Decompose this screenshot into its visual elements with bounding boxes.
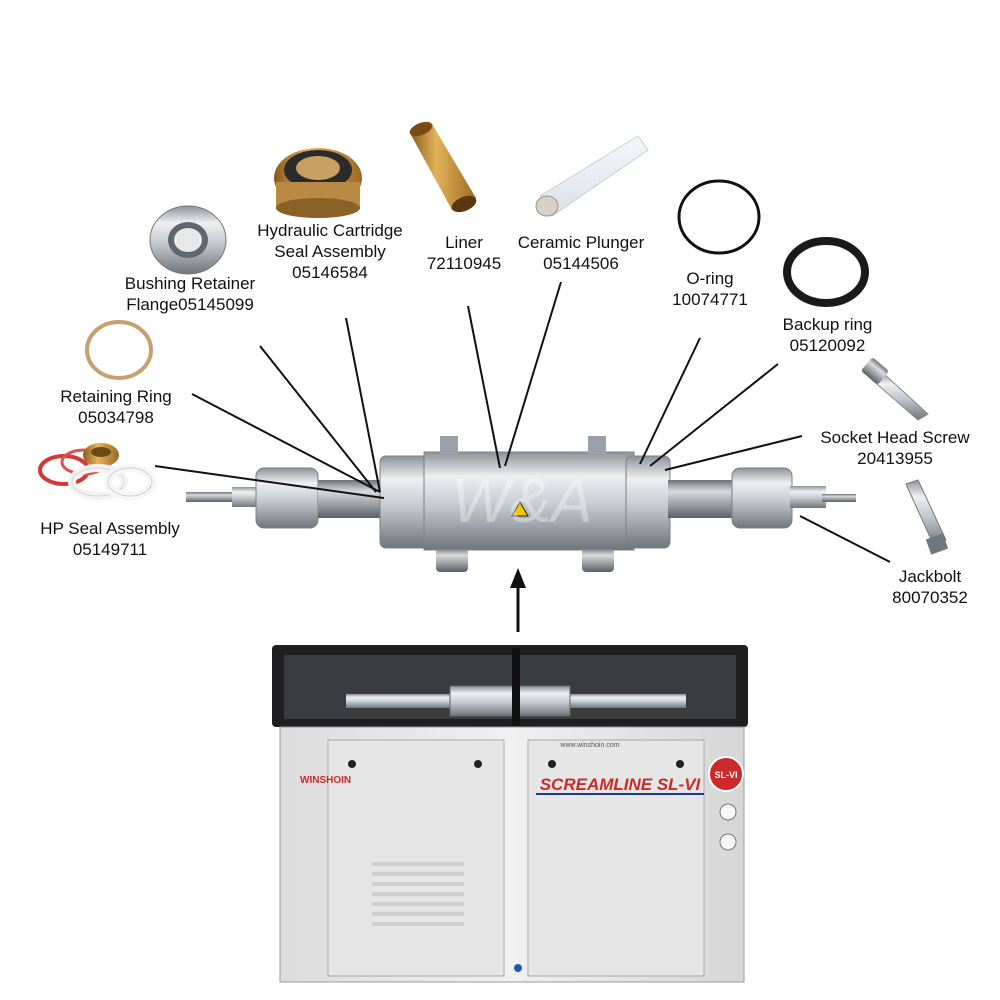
hp-seal-assembly-image (38, 443, 156, 500)
part-code: 80070352 (892, 588, 968, 607)
part-name: Hydraulic Cartridge (257, 221, 403, 240)
label-jackbolt: Jackbolt 80070352 (880, 566, 980, 608)
part-name-line2: Seal Assembly (274, 242, 386, 261)
part-name: Socket Head Screw (820, 428, 970, 447)
part-code: 20413955 (857, 449, 933, 468)
up-arrow-icon (510, 568, 526, 632)
part-code: 05034798 (78, 408, 154, 427)
part-code: 10074771 (672, 290, 748, 309)
part-name: Bushing Retainer (124, 274, 256, 293)
label-socket-head-screw: Socket Head Screw 20413955 (800, 427, 990, 469)
waterjet-pump-machine-image: WINSHOIN www.winshoin.com SCREAMLINE SL-… (272, 645, 748, 983)
machine-model-text: SCREAMLINE SL-VI (540, 775, 702, 794)
label-hp-seal-assembly: HP Seal Assembly 05149711 (15, 518, 205, 560)
label-bushing-retainer-flange: Bushing Retainer Flange05145099 (95, 273, 285, 315)
label-backup-ring: Backup ring 05120092 (765, 314, 890, 356)
hydraulic-cartridge-seal-image (274, 148, 362, 218)
brand-logo-text: WINSHOIN (300, 775, 351, 786)
part-name: Liner (445, 233, 483, 252)
label-o-ring: O-ring 10074771 (660, 268, 760, 310)
part-code: 72110945 (426, 254, 502, 273)
part-name: O-ring (686, 269, 734, 288)
jackbolt-image (905, 479, 949, 555)
label-liner: Liner 72110945 (414, 232, 514, 274)
model-badge-text: SL-VI (714, 770, 737, 780)
leader-lines (154, 281, 891, 563)
part-code: Flange05145099 (126, 295, 254, 314)
website-text: www.winshoin.com (559, 742, 619, 749)
label-ceramic-plunger: Ceramic Plunger 05144506 (500, 232, 662, 274)
part-code: 05146584 (292, 263, 368, 282)
part-name: Backup ring (782, 315, 873, 334)
backup-ring-image (783, 237, 869, 307)
retaining-ring-image (85, 320, 153, 380)
part-name: Jackbolt (898, 567, 962, 586)
part-name: Ceramic Plunger (517, 233, 645, 252)
o-ring-image (677, 179, 761, 255)
ceramic-plunger-image (535, 135, 649, 217)
watermark-text: W&A (451, 467, 592, 536)
liner-image (409, 121, 477, 213)
socket-head-screw-image (862, 358, 929, 421)
part-name: Retaining Ring (60, 387, 172, 406)
label-hydraulic-cartridge-seal-assembly: Hydraulic Cartridge Seal Assembly 051465… (235, 220, 425, 283)
intensifier-assembly-image: W&A (186, 436, 856, 572)
part-code: 05149711 (72, 540, 148, 559)
part-code: 05144506 (543, 254, 619, 273)
part-name: HP Seal Assembly (40, 519, 180, 538)
part-code: 05120092 (789, 336, 866, 355)
label-retaining-ring: Retaining Ring 05034798 (40, 386, 192, 428)
bushing-retainer-flange-image (149, 205, 227, 275)
